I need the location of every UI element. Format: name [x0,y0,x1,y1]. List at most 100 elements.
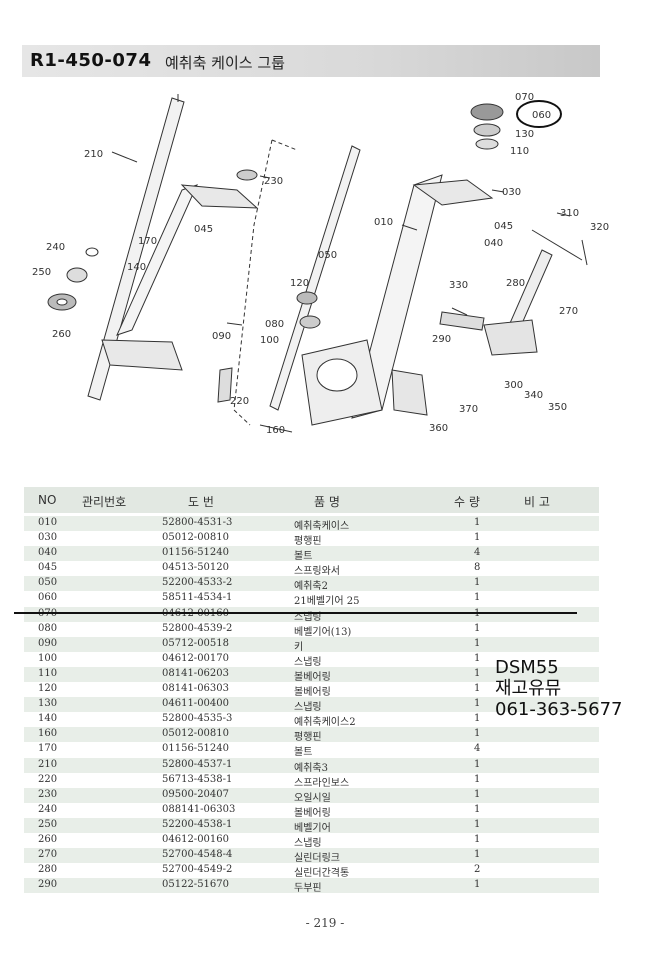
row-part-number: 52200-4538-1 [162,818,233,830]
stamp-phone: 061-363-5677 [495,699,623,720]
row-part-number: 52800-4539-2 [162,622,233,634]
svg-text:250: 250 [32,267,51,278]
row-quantity: 1 [474,683,481,695]
row-part-number: 08141-06303 [162,683,230,695]
row-quantity: 1 [474,698,481,710]
row-part-name: 베벨기어 [294,822,331,834]
row-part-number: 52200-4533-2 [162,577,233,589]
row-part-name: 평행핀 [294,732,322,744]
svg-text:370: 370 [459,404,478,415]
svg-text:010: 010 [374,217,393,228]
row-no: 290 [38,879,58,891]
stamp-stock: 재고유뮤 [495,678,562,699]
row-part-name: 스냅링 [294,656,322,668]
row-part-name: 예취축케이스 [294,521,350,532]
col-part-number: 도 번 [188,495,214,509]
row-quantity: 1 [474,849,481,861]
row-quantity: 1 [474,713,481,725]
row-part-name: 베벨기어(13) [294,626,352,638]
row-part-number: 04612-00170 [162,652,230,664]
row-no: 010 [38,517,58,528]
row-part-number: 56713-4538-1 [162,773,233,785]
row-part-number: 05012-00810 [162,728,230,740]
row-part-number: 52800-4535-3 [162,713,233,725]
row-quantity: 1 [474,592,481,604]
svg-text:330: 330 [449,280,468,291]
row-part-number: 04611-00400 [162,698,230,710]
svg-text:270: 270 [559,306,578,317]
row-quantity: 1 [474,758,481,770]
row-part-name: 볼베어링 [294,671,331,683]
col-part-name: 품 명 [314,495,340,509]
col-no: NO [38,493,57,507]
svg-text:310: 310 [560,208,579,219]
row-quantity: 1 [474,803,481,815]
row-part-name: 스프링와서 [294,566,340,578]
page-number: - 219 - [305,916,345,930]
row-no: 260 [38,833,58,845]
row-part-number: 01156-51240 [162,547,230,559]
svg-text:100: 100 [260,335,279,346]
row-no: 100 [38,652,58,664]
row-quantity: 1 [474,667,481,679]
svg-text:030: 030 [502,187,521,198]
row-no: 080 [38,622,58,634]
row-part-name: 예취축2 [294,581,328,593]
exploded-parts-diagram: 070 060 130 110 210 230 045 170 030 010 … [32,92,609,436]
row-no: 210 [38,758,58,770]
row-part-name: 볼트 [294,747,313,759]
row-quantity: 1 [474,517,481,528]
row-no: 090 [38,637,58,649]
svg-text:300: 300 [504,380,523,391]
row-part-name: 실린더간격통 [294,868,350,880]
row-no: 230 [38,788,58,800]
row-part-name: 21베벨기어 25 [294,596,360,608]
row-part-name: 볼베어링 [294,807,331,819]
row-part-name: 스냅링 [294,702,322,714]
row-part-number: 58511-4534-1 [162,592,233,604]
svg-text:220: 220 [230,396,249,407]
row-quantity: 2 [474,864,481,876]
row-part-number: 04612-00160 [162,833,230,845]
table-row: 130 04611-00400 스냅링 1 [24,697,599,714]
row-no: 240 [38,803,58,815]
group-code: R1-450-074 [30,50,152,71]
row-quantity: 1 [474,833,481,845]
row-no: 040 [38,547,58,559]
row-part-number: 52800-4537-1 [162,758,233,770]
row-no: 250 [38,818,58,830]
row-part-name: 스냅링 [294,611,322,623]
row-no: 140 [38,713,58,725]
row-part-number: 09500-20407 [162,788,230,800]
row-part-name: 키 [294,641,304,653]
svg-text:320: 320 [590,222,609,233]
row-quantity: 1 [474,652,481,664]
svg-text:290: 290 [432,334,451,345]
row-no: 160 [38,728,58,740]
row-part-number: 088141-06303 [162,803,236,815]
row-no: 280 [38,864,58,876]
row-no: 130 [38,698,58,710]
row-no: 060 [38,592,58,604]
row-part-name: 예취축3 [294,762,328,774]
row-no: 030 [38,532,58,544]
row-part-name: 실린더링크 [294,853,340,865]
row-part-name: 볼트 [294,551,313,563]
row-no: 270 [38,849,58,861]
svg-text:040: 040 [484,238,503,249]
svg-text:060: 060 [532,110,551,121]
table-row: 100 04612-00170 스냅링 1 [24,652,599,668]
